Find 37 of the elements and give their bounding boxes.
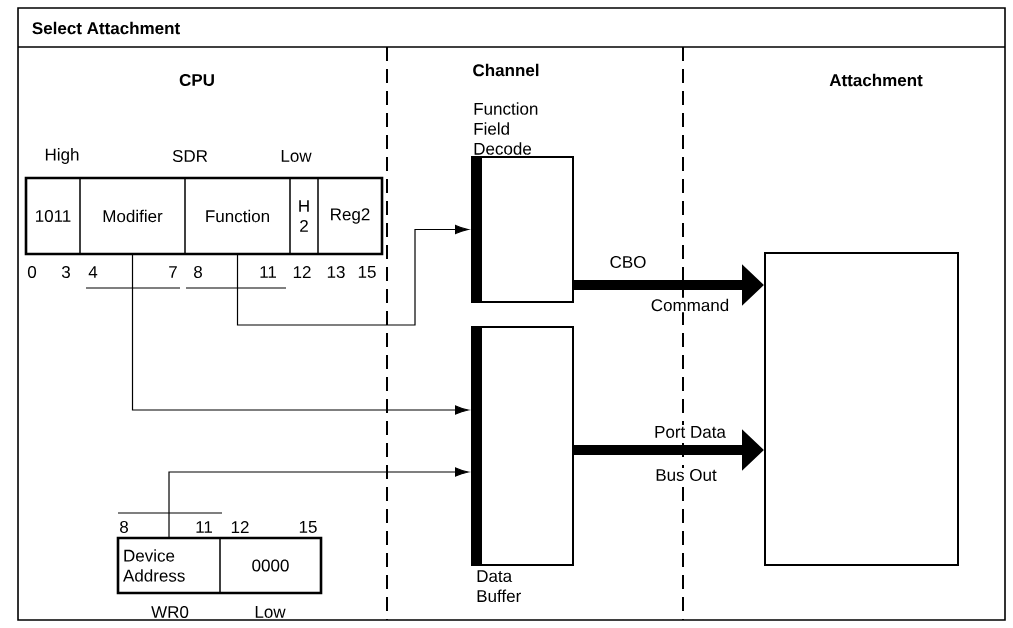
signal-label: Bus Out (654, 467, 718, 482)
block-label: Function Field Decode (474, 102, 538, 155)
column-heading: Channel (473, 63, 539, 77)
node-label: 1011 (36, 209, 71, 223)
bit-number: 12 (293, 266, 311, 278)
byte-label: Low (255, 606, 286, 618)
edge-label: Port Data (653, 425, 727, 439)
bit-number: 11 (260, 266, 276, 278)
register-name: WR0 (151, 605, 189, 618)
node-label: Device Address (123, 549, 185, 582)
arrow (236, 224, 469, 326)
column-heading: CPU (179, 73, 214, 86)
arrow (168, 467, 469, 539)
bit-number: 11 (196, 521, 212, 533)
bit-number: 8 (194, 265, 202, 278)
register-field: Modifier (79, 177, 186, 255)
register-field: H 2 (289, 177, 319, 255)
register-name: SDR (172, 149, 208, 162)
block-label: Data Buffer (477, 570, 521, 603)
bit-number: 15 (358, 266, 376, 278)
register-field: Reg2 (317, 177, 383, 255)
bit-number: 7 (169, 266, 177, 278)
signal-label: Command (649, 297, 731, 313)
edge-label: CBO (608, 255, 648, 269)
attachment-box (764, 252, 959, 566)
title: Select Attachment (32, 21, 180, 35)
bit-number: 0 (27, 265, 37, 278)
bit-number: 4 (88, 266, 98, 278)
bit-number: 13 (327, 265, 345, 278)
bit-number: 3 (61, 265, 70, 278)
register-field: 0000 (219, 537, 322, 594)
bit-number: 12 (231, 521, 249, 533)
byte-label: High (45, 148, 79, 164)
arrow (131, 253, 469, 415)
column-heading: Attachment (829, 73, 923, 87)
byte-label: Low (281, 150, 312, 162)
register-field: Function (184, 177, 291, 255)
